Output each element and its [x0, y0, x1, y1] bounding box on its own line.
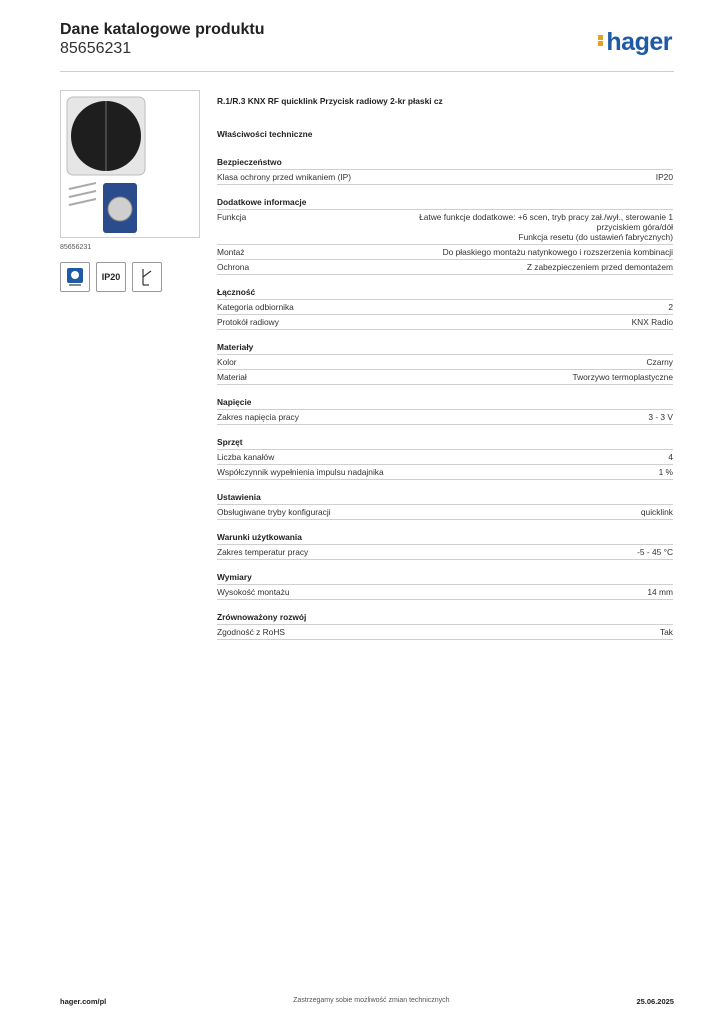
- spec-row: Liczba kanałów 4: [217, 450, 673, 465]
- spec-row: Montaż Do płaskiego montażu natynkowego i…: [217, 245, 673, 260]
- spec-value: IP20: [655, 172, 673, 182]
- spec-label: Klasa ochrony przed wnikaniem (IP): [217, 172, 352, 182]
- image-caption: 85656231: [60, 244, 92, 251]
- spec-row: Kolor Czarny: [217, 355, 673, 370]
- spec-label: Funkcja: [217, 212, 247, 222]
- product-image: [60, 90, 200, 238]
- section-heading: Warunki użytkowania: [217, 532, 673, 545]
- spec-row: Wysokość montażu 14 mm: [217, 585, 673, 600]
- spec-label: Kolor: [217, 357, 237, 367]
- section-spacer: [217, 560, 673, 572]
- mounting-symbol-icon: [132, 262, 162, 292]
- section-spacer: [217, 275, 673, 287]
- spec-label: Liczba kanałów: [217, 452, 275, 462]
- spec-value: quicklink: [640, 507, 673, 517]
- spec-label: Montaż: [217, 247, 245, 257]
- spec-row: Zgodność z RoHS Tak: [217, 625, 673, 640]
- section-spacer: [217, 425, 673, 437]
- page-title: Dane katalogowe produktu: [60, 21, 265, 38]
- section-heading: Dodatkowe informacje: [217, 197, 673, 210]
- hager-logo: hager: [598, 28, 672, 57]
- section-spacer: [217, 480, 673, 492]
- spec-label: Ochrona: [217, 262, 250, 272]
- section-spacer: [217, 520, 673, 532]
- spec-value: Czarny: [646, 357, 673, 367]
- badge-row: IP20: [60, 262, 162, 292]
- logo-text: hager: [606, 28, 672, 56]
- product-title: R.1/R.3 KNX RF quicklink Przycisk radiow…: [217, 96, 443, 106]
- spec-row: Zakres temperatur pracy -5 - 45 °C: [217, 545, 673, 560]
- spec-row: Klasa ochrony przed wnikaniem (IP) IP20: [217, 170, 673, 185]
- spec-value: 14 mm: [647, 587, 673, 597]
- spec-row: Obsługiwane tryby konfiguracji quicklink: [217, 505, 673, 520]
- footer-notice: Zastrzegamy sobie możliwość zmian techni…: [293, 997, 450, 1004]
- spec-value: 1 %: [658, 467, 673, 477]
- spec-value: Tak: [659, 627, 673, 637]
- spec-label: Obsługiwane tryby konfiguracji: [217, 507, 331, 517]
- spec-value: 2: [668, 302, 673, 312]
- spec-row: Ochrona Z zabezpieczeniem przed demontaże…: [217, 260, 673, 275]
- spec-value: 4: [668, 452, 673, 462]
- section-heading: Napięcie: [217, 397, 673, 410]
- section-heading: Materiały: [217, 342, 673, 355]
- section-heading: Bezpieczeństwo: [217, 157, 673, 170]
- spec-label: Protokół radiowy: [217, 317, 279, 327]
- footer-date: 25.06.2025: [636, 997, 674, 1006]
- spec-label: Zakres napięcia pracy: [217, 412, 299, 422]
- spec-label: Wysokość montażu: [217, 587, 290, 597]
- section-spacer: [217, 385, 673, 397]
- spec-label: Zgodność z RoHS: [217, 627, 285, 637]
- ip-rating-badge: IP20: [96, 262, 126, 292]
- spec-value: Łatwe funkcje dodatkowe: +6 scen, tryb p…: [419, 212, 673, 242]
- section-heading: Sprzęt: [217, 437, 673, 450]
- product-illustration: [66, 96, 146, 233]
- section-heading: Ustawienia: [217, 492, 673, 505]
- spec-value: -5 - 45 °C: [637, 547, 673, 557]
- spec-row: Kategoria odbiornika 2: [217, 300, 673, 315]
- product-code: 85656231: [60, 40, 132, 57]
- section-heading: Zrównoważony rozwój: [217, 612, 673, 625]
- section-heading: Łączność: [217, 287, 673, 300]
- spec-value: Do płaskiego montażu natynkowego i rozsz…: [442, 247, 673, 257]
- document-header: Dane katalogowe produktu 85656231 hager: [60, 20, 674, 68]
- quicklink-badge-icon: [60, 262, 90, 292]
- spec-content: R.1/R.3 KNX RF quicklink Przycisk radiow…: [217, 96, 673, 640]
- logo-dots-icon: [598, 34, 604, 47]
- section-heading: Wymiary: [217, 572, 673, 585]
- properties-heading: Właściwości techniczne: [217, 129, 313, 139]
- spec-row: Współczynnik wypełnienia impulsu nadajni…: [217, 465, 673, 480]
- footer-website: hager.com/pl: [60, 997, 107, 1006]
- spec-row: Materiał Tworzywo termoplastyczne: [217, 370, 673, 385]
- section-spacer: [217, 330, 673, 342]
- spec-value: 3 - 3 V: [648, 412, 673, 422]
- spec-value: Tworzywo termoplastyczne: [572, 372, 673, 382]
- document-footer: hager.com/pl Zastrzegamy sobie możliwość…: [60, 997, 674, 1006]
- spec-row: Funkcja Łatwe funkcje dodatkowe: +6 scen,…: [217, 210, 673, 245]
- spec-value: KNX Radio: [631, 317, 673, 327]
- spec-row: Protokół radiowy KNX Radio: [217, 315, 673, 330]
- spec-label: Kategoria odbiornika: [217, 302, 294, 312]
- section-spacer: [217, 600, 673, 612]
- header-divider: [60, 71, 674, 72]
- spec-value: Z zabezpieczeniem przed demontażem: [526, 262, 673, 272]
- spec-label: Współczynnik wypełnienia impulsu nadajni…: [217, 467, 384, 477]
- spec-label: Materiał: [217, 372, 247, 382]
- spec-label: Zakres temperatur pracy: [217, 547, 309, 557]
- spec-row: Zakres napięcia pracy 3 - 3 V: [217, 410, 673, 425]
- section-spacer: [217, 185, 673, 197]
